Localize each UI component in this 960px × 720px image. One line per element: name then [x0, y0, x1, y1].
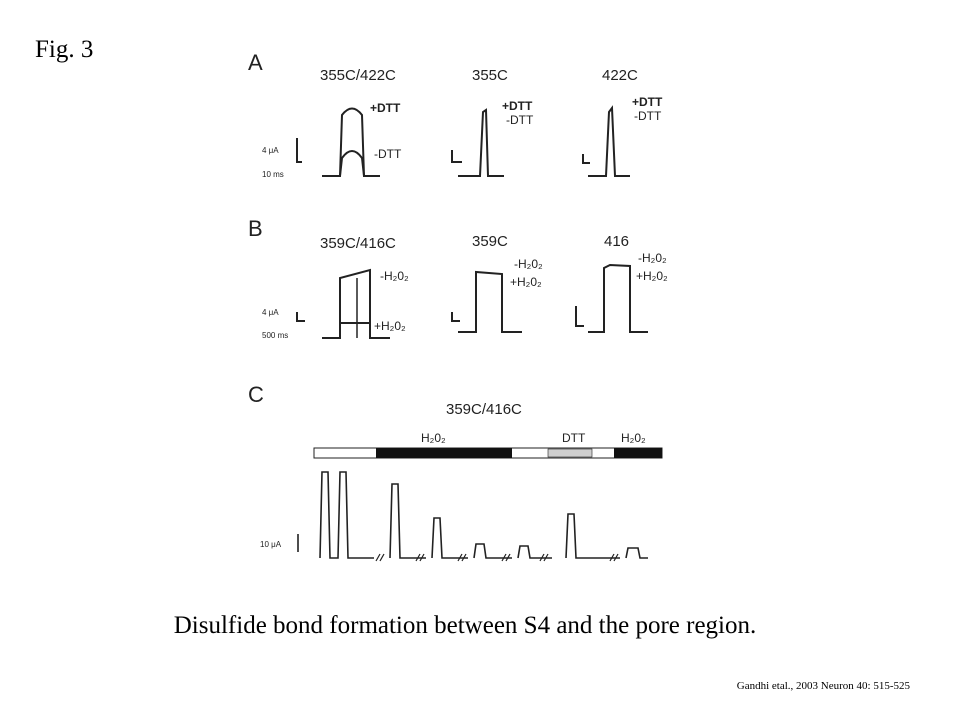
- panel-a-trace-2: [458, 108, 504, 177]
- panel-c-bar-label-3: H₂0₂: [621, 431, 646, 445]
- panel-b-scale-current: 4 μA: [262, 308, 279, 317]
- panel-c-traces: [297, 471, 648, 562]
- panel-a-annot-3b: -DTT: [634, 109, 662, 123]
- panel-a-scale-time: 10 ms: [262, 170, 284, 179]
- panel-b-scale-bar: [296, 312, 305, 322]
- panel-c-bar-label-1: H₂0₂: [421, 431, 446, 445]
- panel-a-label-1: 355C/422C: [320, 67, 396, 84]
- panel-a-trace-1-minus: [339, 150, 365, 177]
- panel-c-pulses-4: [473, 543, 512, 559]
- panel-a-scale-bar-2: [451, 150, 462, 163]
- panel-b-label-2: 359C: [472, 233, 508, 250]
- panel-c-pulses-1: [319, 471, 374, 559]
- panel-b-label-1: 359C/416C: [320, 235, 396, 252]
- panel-b-annot-2a: -H₂0₂: [514, 257, 543, 271]
- panel-a-letter: A: [248, 50, 263, 75]
- panel-a-annot-3a: +DTT: [632, 95, 663, 109]
- panel-a-scale-bar: [296, 138, 302, 163]
- panel-a-label-2: 355C: [472, 67, 508, 84]
- panel-b-letter: B: [248, 216, 263, 241]
- panel-a-annot-1a: +DTT: [370, 101, 401, 115]
- panel-b-scale-bar-3: [575, 306, 584, 327]
- panel-c-pulses-3: [431, 517, 468, 559]
- panel-b-scale-time: 500 ms: [262, 331, 288, 340]
- panel-a-scale-bar-3: [582, 154, 590, 164]
- panel-c-letter: C: [248, 382, 264, 407]
- panel-c-pulses-6: [565, 513, 620, 559]
- panel-a-annot-2a: +DTT: [502, 99, 533, 113]
- panel-c-pulses-2: [389, 483, 426, 559]
- panel-a-trace-3: [588, 105, 630, 177]
- figure-svg: A 355C/422C 355C 422C +DTT -DTT +DTT -DT…: [248, 50, 668, 562]
- panel-c-pulses-7: [625, 547, 648, 559]
- treatment-bar-dtt: [547, 448, 593, 458]
- panel-b-annot-3b: +H₂0₂: [636, 269, 668, 283]
- panel-c-pulses-5: [517, 545, 552, 559]
- panel-b-annot-1a: -H₂0₂: [380, 269, 409, 283]
- treatment-bar: [313, 447, 663, 459]
- figure-caption: Disulfide bond formation between S4 and …: [173, 612, 757, 639]
- panel-b-annot-2b: +H₂0₂: [510, 275, 542, 289]
- panel-a-annot-1b: -DTT: [374, 147, 402, 161]
- panel-c-label: 359C/416C: [446, 401, 522, 418]
- panel-a-traces: [296, 105, 630, 177]
- panel-b-annot-1b: +H₂0₂: [374, 319, 406, 333]
- panel-b-trace-2: [458, 270, 522, 333]
- figure-panels: A 355C/422C 355C 422C +DTT -DTT +DTT -DT…: [240, 40, 680, 580]
- panel-b-label-3: 416: [604, 233, 629, 250]
- panel-a-trace-1-plus: [322, 107, 380, 177]
- treatment-bar-h2o2-1: [376, 448, 512, 458]
- figure-number: Fig. 3: [35, 36, 94, 63]
- citation: Gandhi etal., 2003 Neuron 40: 515-525: [736, 680, 910, 692]
- treatment-bar-h2o2-2: [614, 448, 662, 458]
- panel-c-scale-current: 10 μA: [260, 540, 282, 549]
- panel-c-bar-label-2: DTT: [562, 431, 586, 445]
- panel-b-traces: [296, 263, 648, 339]
- panel-a-scale-current: 4 μA: [262, 146, 279, 155]
- panel-b-trace-1-minus: [322, 268, 390, 339]
- panel-a-annot-2b: -DTT: [506, 113, 534, 127]
- panel-b-scale-bar-2: [451, 312, 460, 322]
- panel-a-label-3: 422C: [602, 67, 638, 84]
- panel-b-annot-3a: -H₂0₂: [638, 251, 667, 265]
- panel-b-trace-3: [588, 263, 648, 333]
